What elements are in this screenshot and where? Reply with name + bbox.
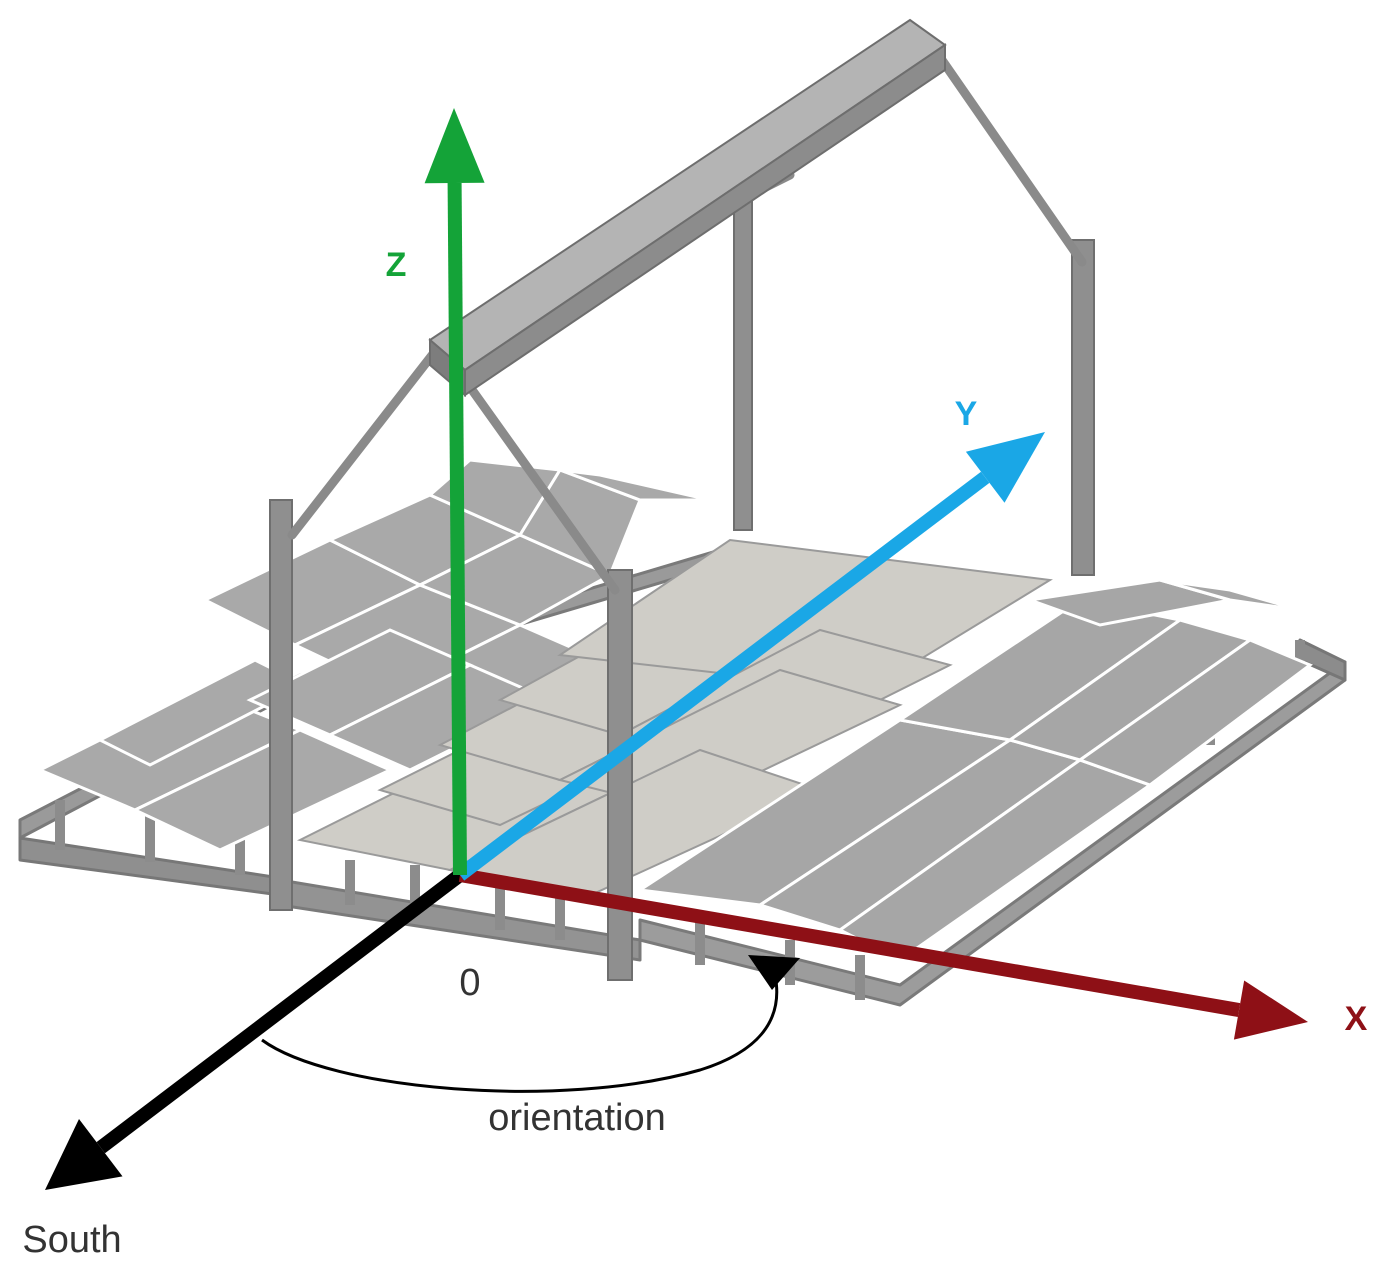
south-label: South <box>22 1219 121 1261</box>
orientation-arrowhead-icon <box>748 955 800 990</box>
orientation-arc <box>261 955 800 1093</box>
z-axis-arrowhead-icon <box>424 108 485 184</box>
right-section-panels <box>635 578 1313 962</box>
orientation-label: orientation <box>488 1097 665 1139</box>
vertical-posts <box>269 199 1095 981</box>
y-axis-label: Y <box>955 395 978 433</box>
x-axis-arrowhead-icon <box>1233 980 1308 1040</box>
axes-group <box>45 108 1308 1190</box>
x-axis-shaft <box>458 868 1241 1017</box>
z-axis-label: Z <box>386 246 407 284</box>
left-wing-panels <box>36 458 711 852</box>
top-beam <box>428 18 947 398</box>
south-axis-arrowhead-icon <box>45 1119 123 1190</box>
x-axis-label: X <box>1345 1000 1368 1038</box>
origin-label: 0 <box>459 962 480 1004</box>
south-axis-shaft <box>96 869 465 1154</box>
y-axis-shaft <box>455 471 990 881</box>
y-axis-arrowhead-icon <box>965 432 1045 503</box>
z-axis-shaft <box>447 182 467 876</box>
